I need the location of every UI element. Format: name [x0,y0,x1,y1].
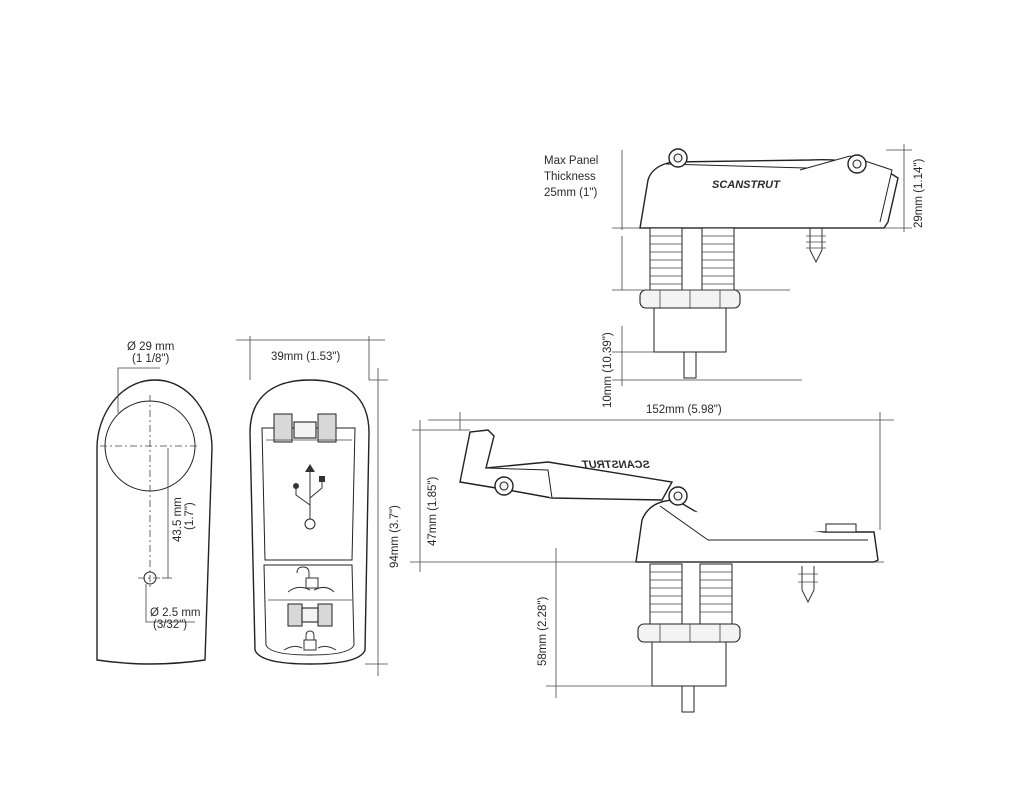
open-height-label: 47mm (1.85") [427,477,439,546]
height-label: 94mm (3.7") [389,505,401,568]
panel-cutout-template [96,367,213,665]
brand-logo-open: SCANSTRUT [581,459,650,471]
hole-spacing-label: 43.5 mm [172,497,184,542]
side-view-open: SCANSTRUT [410,412,894,713]
max-panel-label-1: Max Panel [544,155,598,167]
lower-extension-label: 10mm (10.39") [602,332,614,408]
side-view-closed: SCANSTRUT [612,144,912,386]
unlock-icon [287,566,335,593]
width-label: 39mm (1.53") [271,351,340,363]
pilot-diameter-label: Ø 2.5 mm [150,607,200,619]
hole-diameter-in-label: (1 1/8") [132,353,169,365]
brand-logo-closed: SCANSTRUT [712,179,781,191]
max-panel-label-3: 25mm (1") [544,187,597,199]
pilot-diameter-in-label: (3/32") [153,619,187,631]
max-panel-label-2: Thickness [544,171,596,183]
usb-icon [293,464,325,530]
hole-spacing-in-label: (1.7") [184,502,196,530]
top-height-label: 29mm (1.14") [913,159,925,228]
hole-diameter-label: Ø 29 mm [127,341,174,353]
lock-icon [283,630,337,651]
depth-below-label: 58mm (2.28") [537,597,549,666]
total-length-label: 152mm (5.98") [646,404,722,416]
front-view [236,336,388,676]
